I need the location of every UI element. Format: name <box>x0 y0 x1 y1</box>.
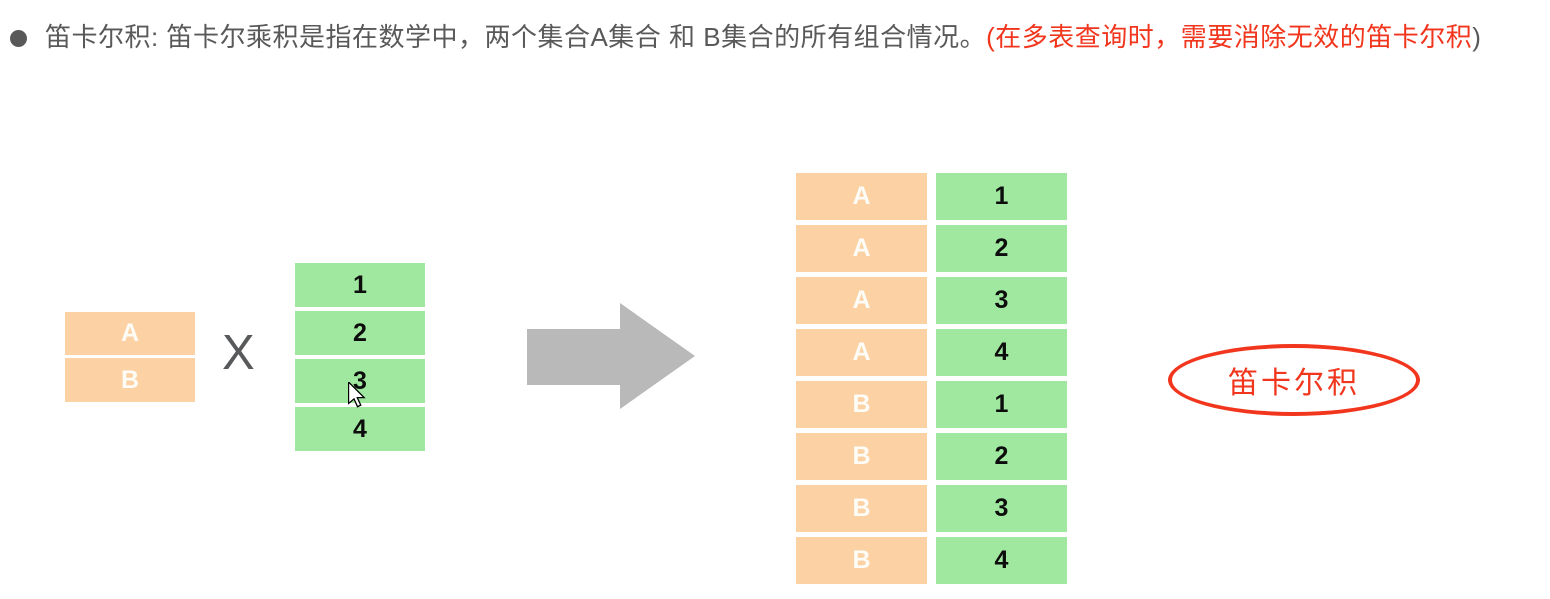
result-row: B 1 <box>796 381 1067 428</box>
result-row: A 1 <box>796 173 1067 220</box>
note-text: 笛卡尔积: 笛卡尔乘积是指在数学中，两个集合A集合 和 B集合的所有组合情况。(… <box>45 5 1523 70</box>
cartesian-product-callout: 笛卡尔积 <box>1168 344 1420 416</box>
result-letter-cell: B <box>796 433 927 480</box>
result-letter-cell: B <box>796 381 927 428</box>
result-letter-cell: A <box>796 329 927 376</box>
result-number-cell: 2 <box>936 433 1067 480</box>
result-number-cell: 3 <box>936 485 1067 532</box>
result-number-cell: 1 <box>936 173 1067 220</box>
result-row: A 2 <box>796 225 1067 272</box>
set-a-cell-a: A <box>65 312 195 355</box>
bullet-icon <box>10 30 27 47</box>
result-letter-cell: B <box>796 485 927 532</box>
result-letter-cell: A <box>796 277 927 324</box>
multiply-operator: X <box>222 326 255 380</box>
result-table: A 1 A 2 A 3 A 4 B 1 B 2 B 3 B 4 <box>796 173 1067 584</box>
result-letter-cell: A <box>796 173 927 220</box>
note-text-close-paren: ) <box>1472 22 1482 52</box>
note-text-main: 笛卡尔积: 笛卡尔乘积是指在数学中，两个集合A集合 和 B集合的所有组合情况。 <box>45 22 987 52</box>
right-arrow-icon <box>527 303 695 409</box>
result-letter-cell: B <box>796 537 927 584</box>
result-number-cell: 1 <box>936 381 1067 428</box>
result-row: B 4 <box>796 537 1067 584</box>
result-letter-cell: A <box>796 225 927 272</box>
result-number-cell: 4 <box>936 537 1067 584</box>
callout-label: 笛卡尔积 <box>1228 367 1360 400</box>
note-text-red: (在多表查询时，需要消除无效的笛卡尔积 <box>986 22 1473 52</box>
result-number-cell: 3 <box>936 277 1067 324</box>
mouse-cursor-icon <box>348 382 366 408</box>
set-a-cell-b: B <box>65 358 195 402</box>
set-b-cell-2: 2 <box>295 311 425 355</box>
result-row: A 3 <box>796 277 1067 324</box>
result-row: A 4 <box>796 329 1067 376</box>
result-row: B 2 <box>796 433 1067 480</box>
result-number-cell: 4 <box>936 329 1067 376</box>
result-row: B 3 <box>796 485 1067 532</box>
set-b-cell-1: 1 <box>295 263 425 307</box>
result-number-cell: 2 <box>936 225 1067 272</box>
set-b-cell-4: 4 <box>295 407 425 451</box>
